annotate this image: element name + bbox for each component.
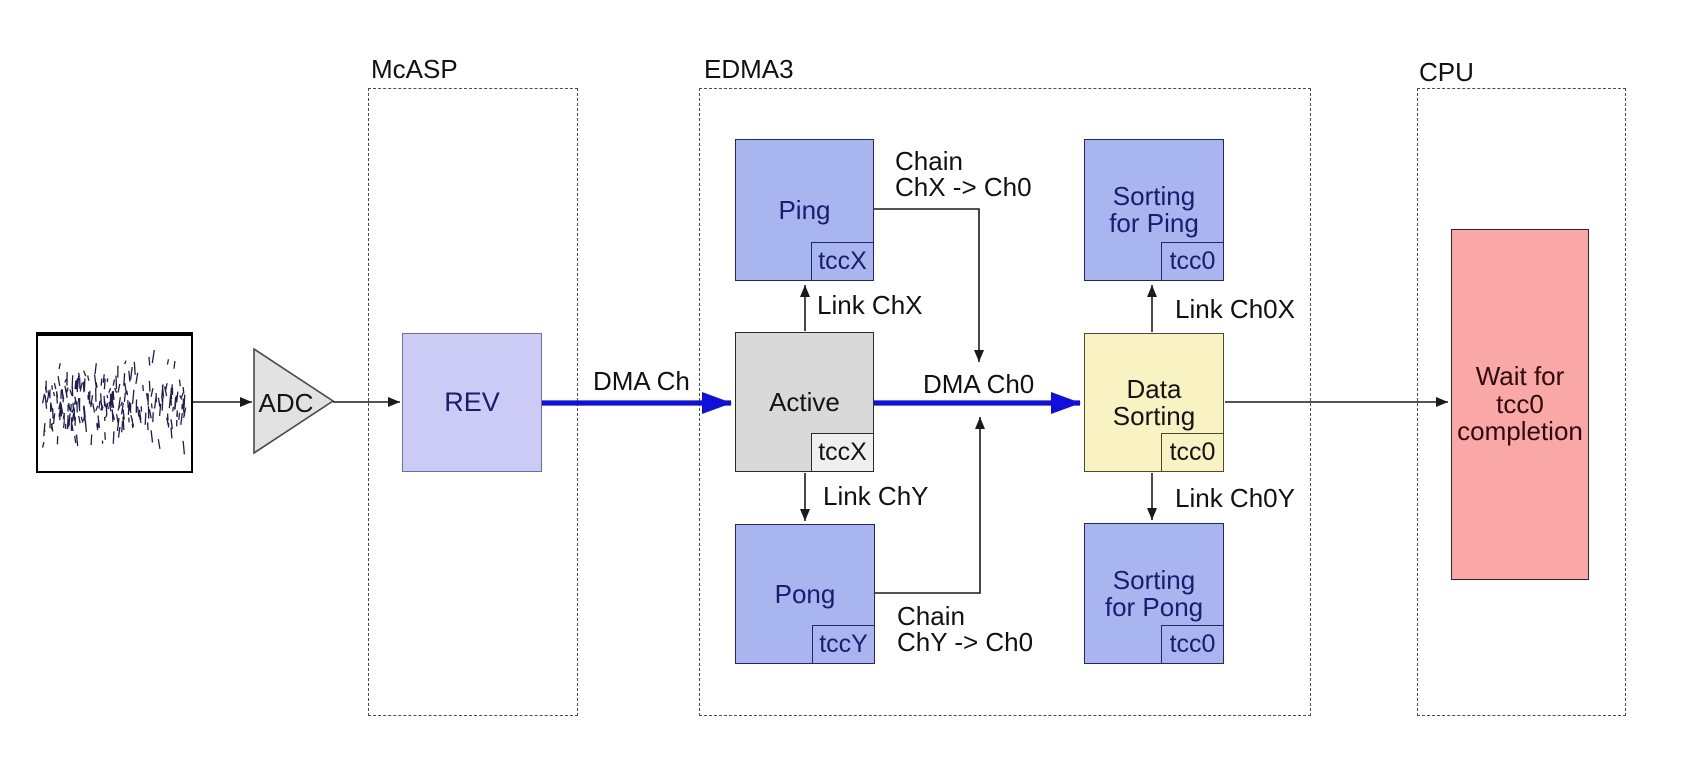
sorting-for-pong-label: Sorting for Pong xyxy=(1104,564,1204,622)
sorting-for-pong-tcc-label: tcc0 xyxy=(1169,630,1216,658)
ping-tcc-label: tccX xyxy=(818,247,867,275)
chain-chy-line2: ChY -> Ch0 xyxy=(897,627,1034,657)
sorting-for-ping-tcc-box: tcc0 xyxy=(1161,242,1224,281)
group-label-mcasp: McASP xyxy=(371,54,458,84)
data-sorting-tcc-label: tcc0 xyxy=(1169,438,1216,466)
node-data-sorting: Data Sorting tcc0 xyxy=(1084,333,1224,472)
node-rev: REV xyxy=(402,333,542,472)
chain-chx-line1: Chain xyxy=(895,146,963,176)
noise-signal-plot xyxy=(41,349,187,455)
input-signal-box xyxy=(36,332,193,473)
group-label-edma3: EDMA3 xyxy=(704,54,794,84)
edge-label-link-chx: Link ChX xyxy=(817,290,923,320)
rev-label: REV xyxy=(444,387,500,417)
edge-label-link-chy: Link ChY xyxy=(823,481,929,511)
edge-label-chain-chx: Chain ChX -> Ch0 xyxy=(895,148,1032,200)
chain-chx-line2: ChX -> Ch0 xyxy=(895,172,1032,202)
edge-label-link-ch0x: Link Ch0X xyxy=(1175,294,1295,324)
data-sorting-tcc-box: tcc0 xyxy=(1161,433,1224,472)
wait-line2: tcc0 xyxy=(1496,388,1544,419)
sorting-for-ping-line2: for Ping xyxy=(1109,208,1199,238)
node-sorting-for-ping: Sorting for Ping tcc0 xyxy=(1084,139,1224,281)
active-tcc-box: tccX xyxy=(811,433,874,472)
data-sorting-line1: Data xyxy=(1126,373,1182,404)
sorting-for-pong-tcc-box: tcc0 xyxy=(1161,625,1224,664)
wait-tcc0-label: Wait for tcc0 completion xyxy=(1457,363,1583,446)
data-sorting-label: Data Sorting xyxy=(1112,373,1196,431)
sorting-for-pong-line2: for Pong xyxy=(1104,591,1204,622)
edge-label-dma-ch: DMA Ch xyxy=(593,366,690,396)
wait-line1: Wait for xyxy=(1475,361,1565,392)
wait-line3: completion xyxy=(1457,416,1583,447)
edge-label-dma-ch0: DMA Ch0 xyxy=(923,369,1035,399)
chain-chy-line1: Chain xyxy=(897,601,965,631)
node-pong: Pong tccY xyxy=(735,524,875,664)
active-label: Active xyxy=(769,386,840,417)
node-sorting-for-pong: Sorting for Pong tcc0 xyxy=(1084,523,1224,664)
sorting-for-ping-label: Sorting for Ping xyxy=(1109,183,1199,237)
pong-tcc-label: tccY xyxy=(819,630,868,658)
ping-label: Ping xyxy=(778,194,831,225)
edge-label-chain-chy: Chain ChY -> Ch0 xyxy=(897,603,1033,655)
sorting-for-pong-line1: Sorting xyxy=(1112,564,1196,595)
group-label-cpu: CPU xyxy=(1419,57,1474,87)
active-tcc-label: tccX xyxy=(818,438,867,466)
node-wait-tcc0: Wait for tcc0 completion xyxy=(1451,229,1589,580)
ping-tcc-box: tccX xyxy=(811,242,874,281)
node-active: Active tccX xyxy=(735,332,874,472)
edge-label-link-ch0y: Link Ch0Y xyxy=(1175,483,1295,513)
adc-label: ADC xyxy=(258,388,314,418)
sorting-for-ping-line1: Sorting xyxy=(1112,181,1196,211)
pong-tcc-box: tccY xyxy=(812,625,875,664)
pong-label: Pong xyxy=(774,578,836,609)
sorting-for-ping-tcc-label: tcc0 xyxy=(1169,247,1216,275)
node-ping: Ping tccX xyxy=(735,139,874,281)
data-sorting-line2: Sorting xyxy=(1112,400,1196,431)
